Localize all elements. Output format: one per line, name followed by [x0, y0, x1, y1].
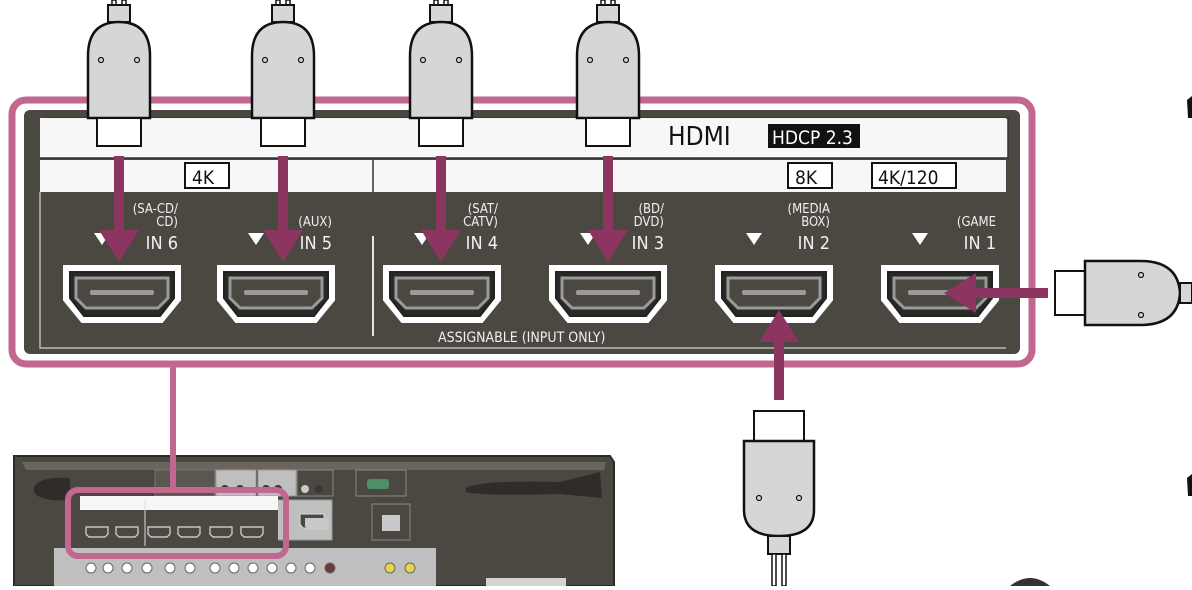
cable-to-in1 — [944, 259, 1192, 327]
cropped-glyph — [1187, 474, 1192, 496]
port-label: IN 3 — [632, 233, 664, 254]
hdmi-cable-plug — [575, 0, 641, 147]
hdmi-cable-plug — [1054, 259, 1192, 327]
port-device-name-line2: BOX) — [801, 215, 830, 230]
receiver-rear-panel — [13, 455, 615, 587]
port-device-name-line2: (GAME — [957, 215, 996, 230]
badge-4k: 4K — [184, 162, 230, 189]
arrow-left-icon — [944, 273, 1048, 313]
hdmi-port-socket[interactable] — [549, 265, 667, 323]
cable-to-in3 — [575, 0, 641, 262]
hdmi-input-in5[interactable]: (AUX) IN 5 — [217, 215, 335, 323]
port-device-name-line2: (AUX) — [298, 215, 332, 230]
svg-text:4K: 4K — [192, 167, 215, 189]
port-label: IN 2 — [798, 233, 830, 254]
hdmi-cable-plug — [742, 410, 816, 587]
port-device-name-line1: (MEDIA — [788, 202, 831, 217]
hdmi-port-socket[interactable] — [715, 265, 833, 323]
port-label: IN 6 — [146, 233, 178, 254]
hdmi-port-socket[interactable] — [383, 265, 501, 323]
triangle-marker-icon — [746, 233, 762, 245]
hdmi-input-in3[interactable]: (BD/DVD) IN 3 — [549, 202, 667, 323]
arrow-down-icon — [421, 156, 461, 262]
triangle-marker-icon — [912, 233, 928, 245]
port-label: IN 4 — [466, 233, 498, 254]
badge-4k-120: 4K/120 — [871, 162, 957, 189]
rs232-port-icon — [367, 479, 389, 489]
callout-connector — [170, 362, 176, 492]
port-device-name-line1: (SAT/ — [468, 202, 498, 217]
antenna-left — [34, 477, 70, 501]
antenna-right — [466, 472, 602, 498]
port-device-name-line1: (BD/ — [638, 202, 664, 217]
port-label: IN 1 — [964, 233, 996, 254]
cable-to-in4 — [408, 0, 474, 262]
port-device-name-line2: CATV) — [463, 215, 498, 230]
cable-to-in5 — [250, 0, 316, 262]
port-device-name-line1: (SA-CD/ — [133, 202, 178, 217]
rear-panel-hdmi-highlight — [65, 487, 289, 559]
svg-text:4K/120: 4K/120 — [878, 167, 938, 189]
port-label: IN 5 — [300, 233, 332, 254]
hdmi-cable-plug — [408, 0, 474, 147]
port-device-name-line2: DVD) — [634, 215, 664, 230]
badge-8k: 8K — [787, 162, 833, 189]
hdmi-port-socket[interactable] — [63, 265, 181, 323]
hdmi-label: HDMI — [668, 122, 731, 152]
hdmi-panel-zoom: HDMI HDCP 2.3 4K 8K 4K/120 ASSIGNABLE (I… — [8, 96, 1036, 368]
arrow-down-icon — [263, 156, 303, 262]
port-device-name-line2: CD) — [156, 215, 178, 230]
arrow-up-icon — [759, 310, 799, 400]
triangle-marker-icon — [248, 233, 264, 245]
cropped-glyph — [1187, 96, 1192, 118]
hdmi-input-in6[interactable]: (SA-CD/CD) IN 6 — [63, 202, 181, 323]
cable-to-in2 — [742, 310, 816, 587]
hdmi-cable-plug — [86, 0, 152, 147]
arrow-down-icon — [99, 156, 139, 262]
hdmi-cable-plug — [250, 0, 316, 147]
cable-to-in6 — [86, 0, 152, 262]
cropped-glyph — [1010, 578, 1050, 586]
svg-text:8K: 8K — [795, 167, 818, 189]
hdmi-port-socket[interactable] — [217, 265, 335, 323]
hdmi-input-in4[interactable]: (SAT/CATV) IN 4 — [383, 202, 501, 323]
svg-text:HDCP 2.3: HDCP 2.3 — [772, 127, 853, 149]
hdcp-badge: HDCP 2.3 — [768, 124, 860, 149]
lan-port-icon — [382, 515, 400, 531]
arrow-down-icon — [588, 156, 628, 262]
assignable-label: ASSIGNABLE (INPUT ONLY) — [438, 330, 605, 346]
